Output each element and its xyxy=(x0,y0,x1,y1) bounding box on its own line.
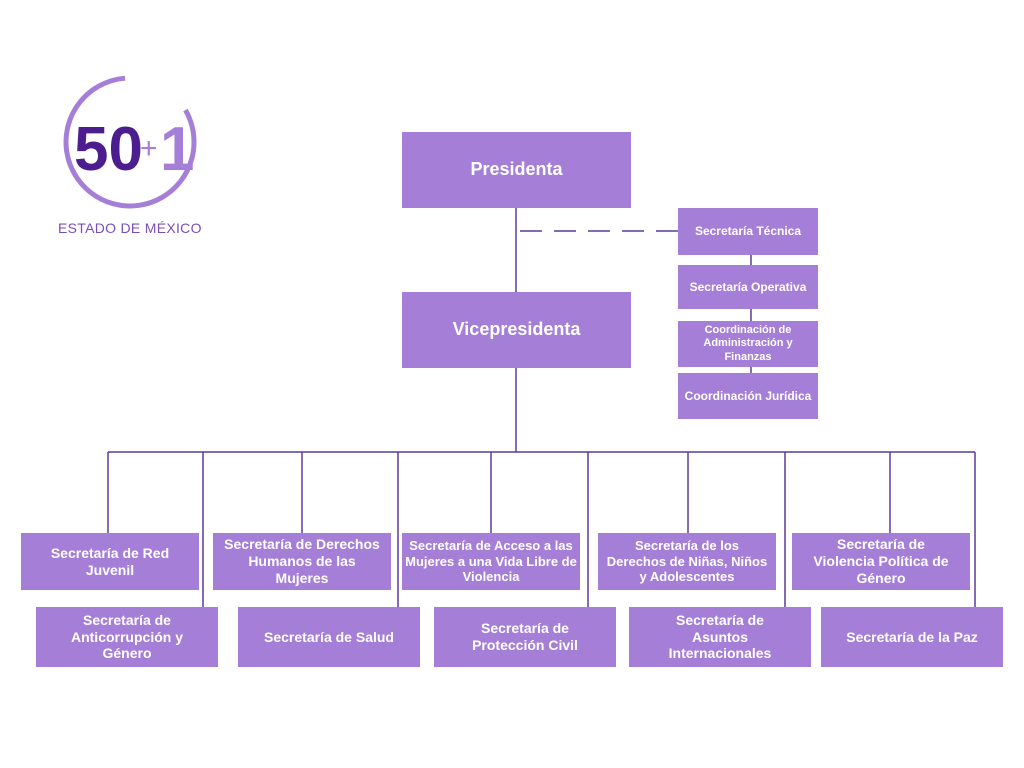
node-paz: Secretaría de la Paz xyxy=(821,607,1003,667)
logo: 50 + 1 xyxy=(40,70,210,215)
node-proteccion-civil-label: Secretaría de Protección Civil xyxy=(472,620,578,653)
node-secretaria-operativa-label: Secretaría Operativa xyxy=(689,279,807,294)
node-red-juvenil: Secretaría de Red Juvenil xyxy=(21,533,199,590)
logo-fifty: 50 xyxy=(74,115,143,184)
node-coordinacion-juridica: Coordinación Jurídica xyxy=(678,373,818,419)
logo-ring xyxy=(63,75,197,209)
node-red-juvenil-label: Secretaría de Red Juvenil xyxy=(50,544,170,578)
node-derechos-humanos-label: Secretaría de Derechos Humanos de las Mu… xyxy=(224,536,380,586)
node-presidenta-label: Presidenta xyxy=(470,159,563,180)
node-presidenta: Presidenta xyxy=(402,132,631,208)
node-vicepresidenta-label: Vicepresidenta xyxy=(452,319,581,340)
node-secretaria-operativa: Secretaría Operativa xyxy=(678,265,818,309)
node-secretaria-tecnica: Secretaría Técnica xyxy=(678,208,818,255)
node-asuntos-internacionales-label: Secretaría de Asuntos Internacionales xyxy=(668,611,772,662)
node-proteccion-civil: Secretaría de Protección Civil xyxy=(434,607,616,667)
node-derechos-humanos: Secretaría de Derechos Humanos de las Mu… xyxy=(213,533,391,590)
node-salud: Secretaría de Salud xyxy=(238,607,420,667)
node-vicepresidenta: Vicepresidenta xyxy=(402,292,631,368)
logo-plus: + xyxy=(140,132,158,165)
node-acceso-vida-libre-label: Secretaría de Acceso a las Mujeres a una… xyxy=(405,538,577,585)
node-ninas-ninos-label: Secretaría de los Derechos de Niñas, Niñ… xyxy=(606,538,768,585)
logo-caption: ESTADO DE MÉXICO xyxy=(58,220,202,236)
node-violencia-politica: Secretaría de Violencia Política de Géne… xyxy=(792,533,970,590)
node-violencia-politica-label: Secretaría de Violencia Política de Géne… xyxy=(813,536,949,586)
node-coordinacion-administracion: Coordinación de Administración y Finanza… xyxy=(678,321,818,367)
node-acceso-vida-libre: Secretaría de Acceso a las Mujeres a una… xyxy=(402,533,580,590)
node-ninas-ninos: Secretaría de los Derechos de Niñas, Niñ… xyxy=(598,533,776,590)
node-paz-label: Secretaría de la Paz xyxy=(846,628,978,645)
logo-mark: 50 + 1 xyxy=(63,75,197,209)
node-secretaria-tecnica-label: Secretaría Técnica xyxy=(694,224,802,239)
logo-one: 1 xyxy=(160,115,194,184)
node-anticorrupcion: Secretaría de Anticorrupción y Género xyxy=(36,607,218,667)
node-salud-label: Secretaría de Salud xyxy=(264,628,394,645)
node-coordinacion-administracion-label: Coordinación de Administración y Finanza… xyxy=(703,324,793,363)
node-coordinacion-juridica-label: Coordinación Jurídica xyxy=(684,388,812,403)
node-asuntos-internacionales: Secretaría de Asuntos Internacionales xyxy=(629,607,811,667)
node-anticorrupcion-label: Secretaría de Anticorrupción y Género xyxy=(70,611,183,662)
